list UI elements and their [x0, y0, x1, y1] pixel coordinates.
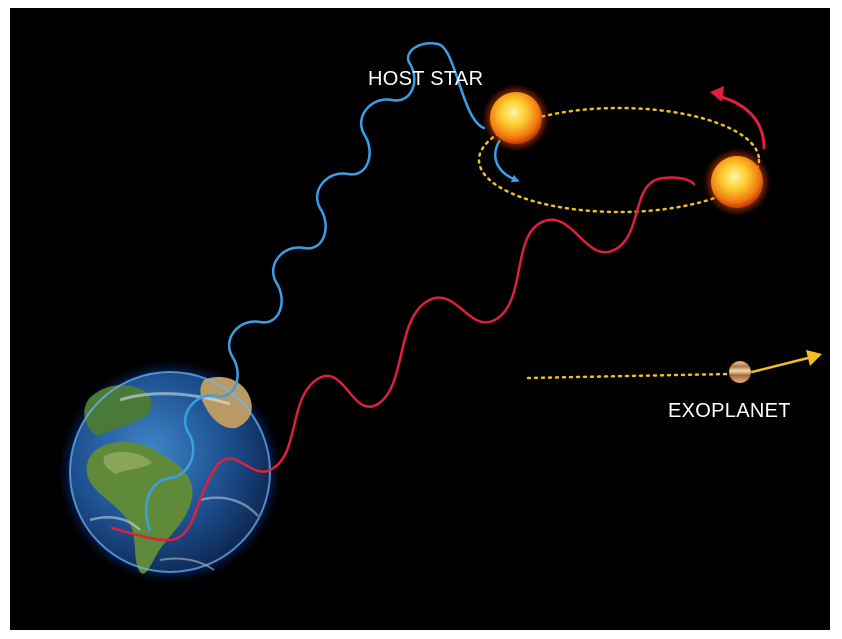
host-star-icon [482, 84, 550, 152]
exoplanet-label: EXOPLANET [668, 400, 791, 422]
exoplanet-planet-icon [728, 360, 752, 384]
host-star-receding-icon [703, 148, 771, 216]
exoplanet-orbit-path [526, 372, 730, 380]
earth-globe-icon [58, 360, 282, 584]
exoplanet-arrowhead-icon [806, 350, 822, 366]
host-star-label: HOST STAR [368, 68, 484, 90]
red-arrowhead-icon [710, 86, 724, 102]
blueshift-light-wave [144, 41, 486, 532]
red-motion-arrow [716, 94, 766, 150]
redshift-light-wave [110, 176, 696, 542]
exoplanet-motion-arrow [750, 356, 810, 374]
